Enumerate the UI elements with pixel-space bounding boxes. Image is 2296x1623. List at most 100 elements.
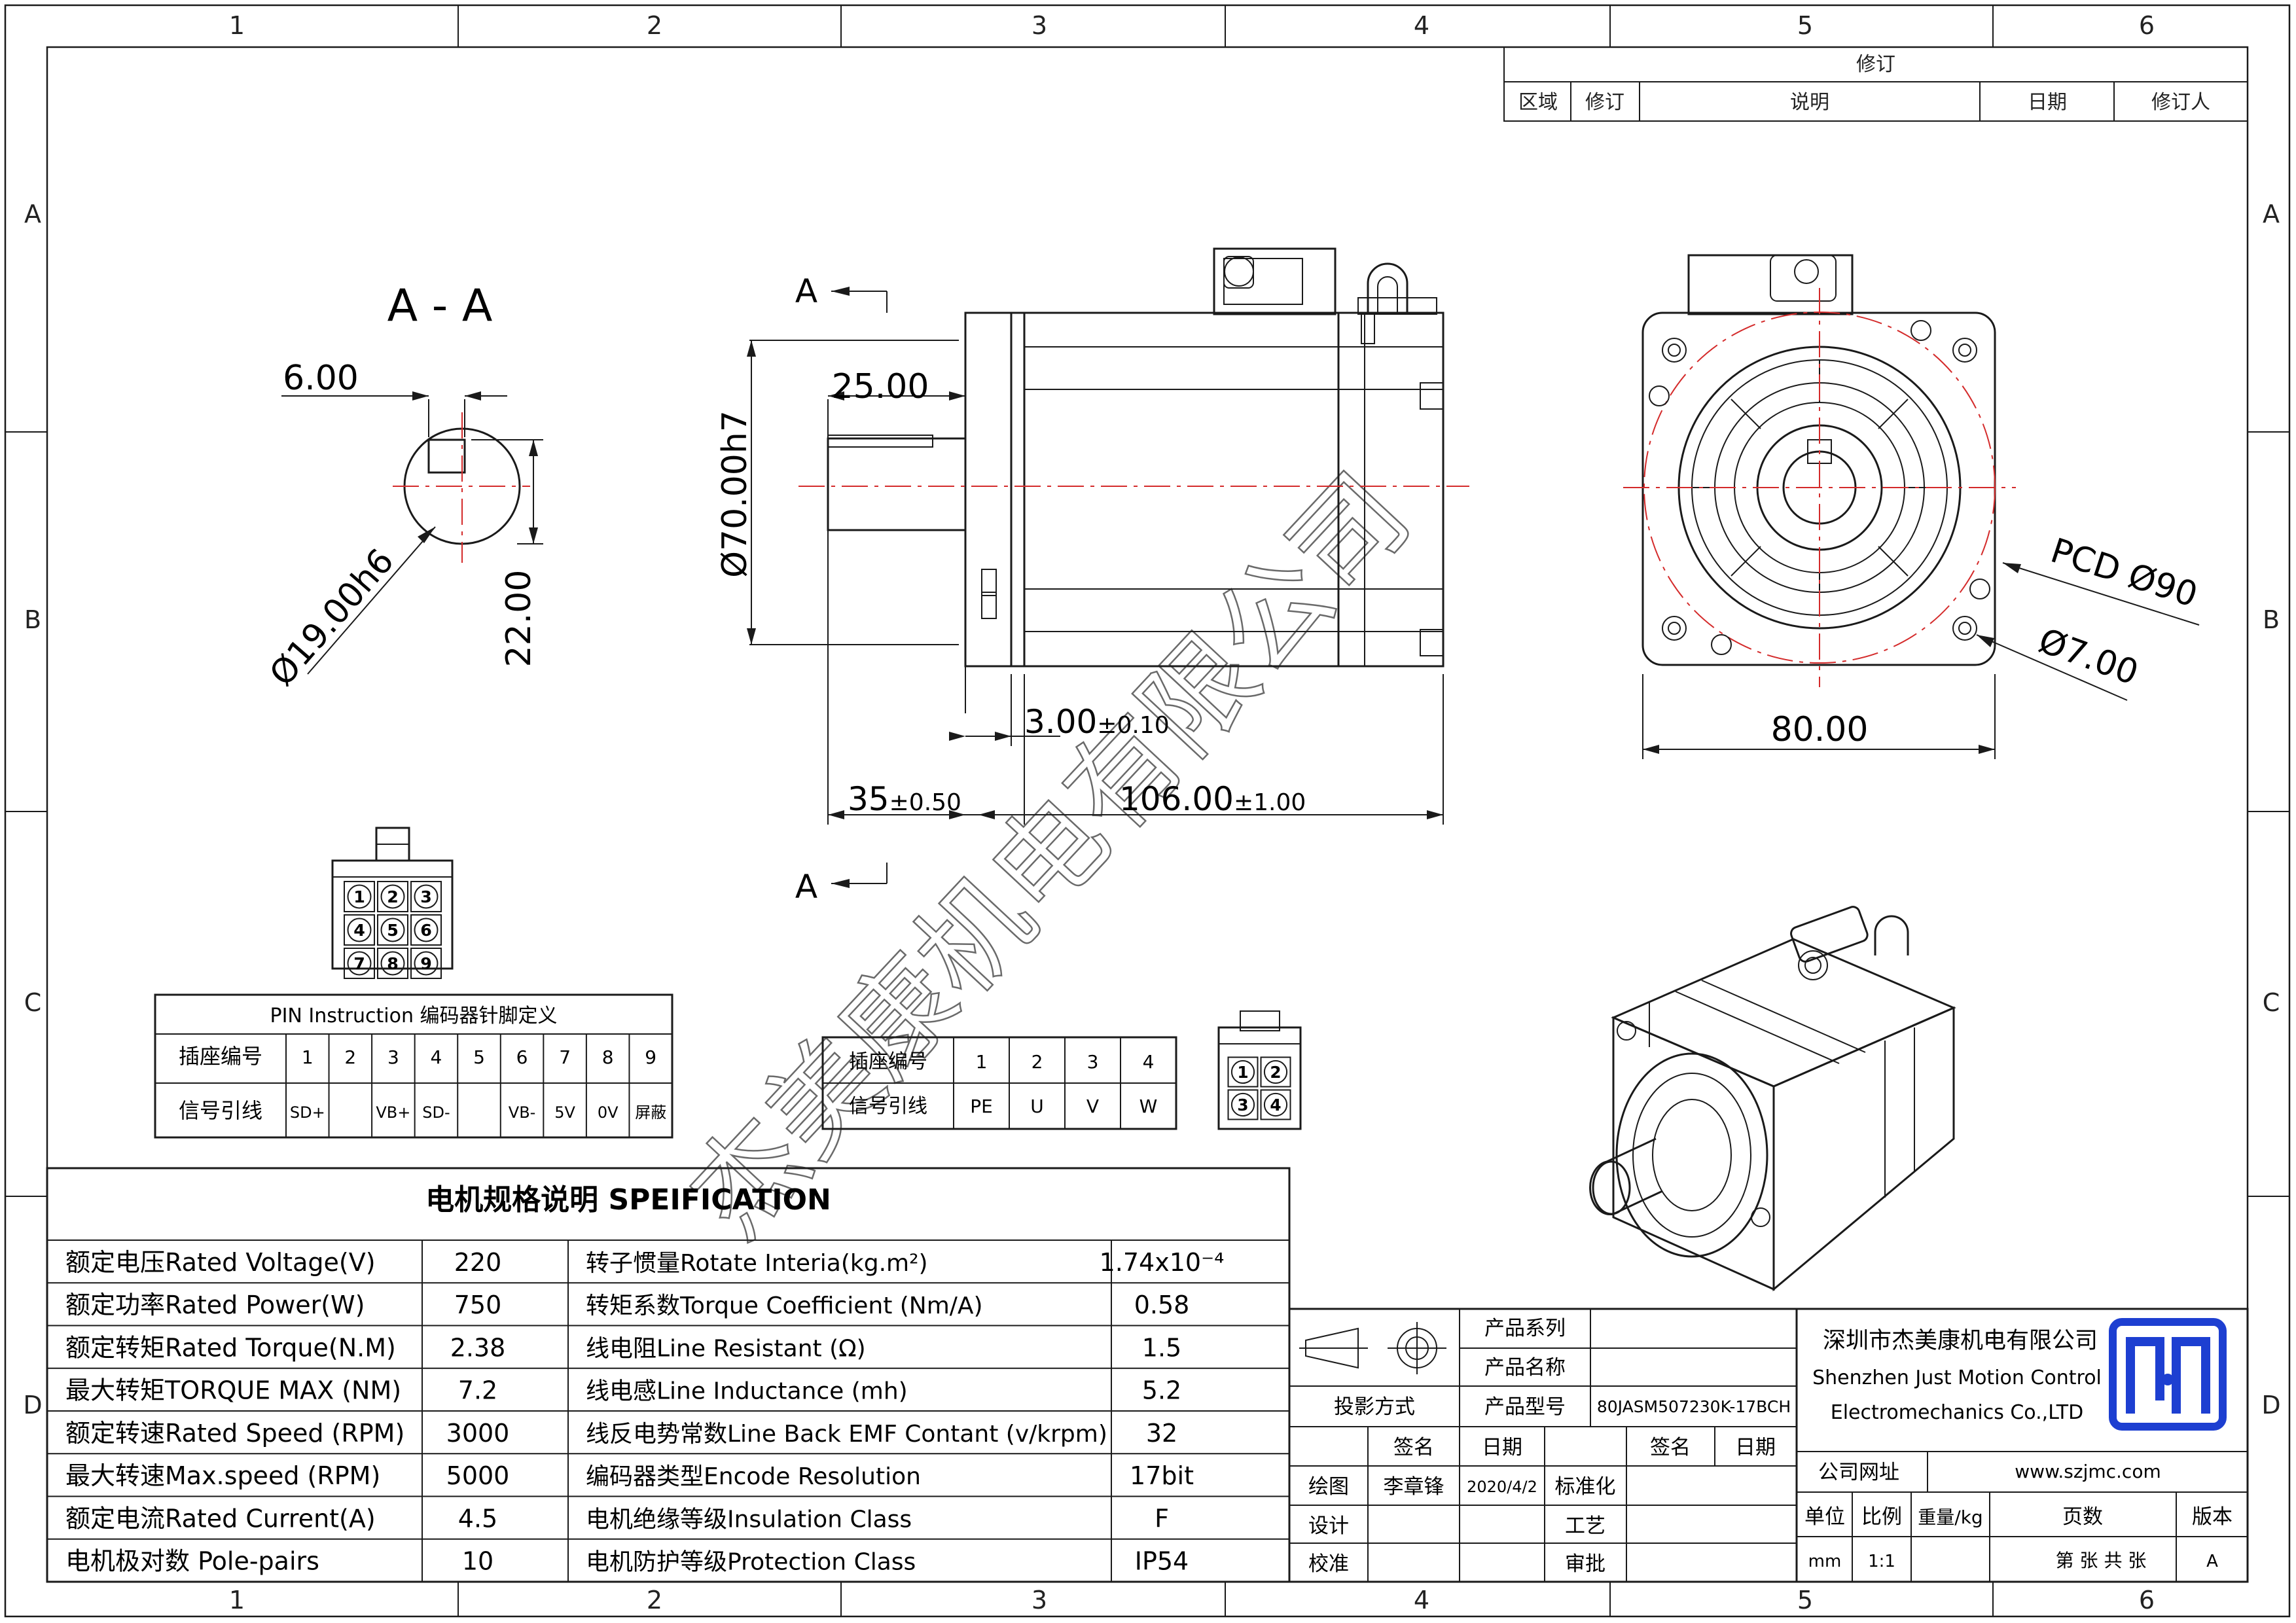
col-label-6: 6 [2139, 11, 2155, 40]
spec-left-value: 220 [454, 1248, 502, 1277]
spec-left-label: 额定电流Rated Current(A) [65, 1504, 376, 1533]
version-value: A [2206, 1552, 2218, 1571]
title-block: 产品系列 产品名称 投影方式 产品型号 80JASM507230K-17BCH … [1288, 1308, 2249, 1583]
power-table-number: 1 [976, 1051, 988, 1073]
pin-table-number: 8 [602, 1046, 614, 1068]
pin-table-number: 1 [302, 1046, 314, 1068]
body-length-dim: 106.00±1.00 [1119, 780, 1306, 818]
date-label-2: 日期 [1735, 1436, 1776, 1459]
encoder-pin-6: 6 [410, 914, 442, 946]
pin-table-number: 4 [431, 1046, 442, 1068]
section-mark-bottom: A [795, 868, 817, 906]
spec-left-value: 7.2 [458, 1376, 497, 1405]
power-table-signal: V [1086, 1096, 1099, 1117]
encoder-pin-2-label: 2 [387, 887, 399, 906]
model-label: 产品型号 [1484, 1395, 1566, 1419]
row-label-d-right: D [2261, 1391, 2280, 1419]
row-label-b: B [24, 605, 41, 634]
revision-table: 修订 区域 修订 说明 日期 修订人 [1503, 46, 2248, 122]
pcd-dim: PCD Ø90 [2046, 531, 2202, 616]
pin-table-number: 6 [516, 1046, 528, 1068]
power-table-row2-label: 信号引线 [849, 1095, 927, 1118]
pin-table-number: 5 [473, 1046, 485, 1068]
power-connector: 1 2 3 4 [1217, 1010, 1302, 1130]
encoder-pin-9-label: 9 [420, 954, 432, 973]
spec-right-label: 编码器类型Encode Resolution [586, 1463, 921, 1490]
spec-left-label: 额定转速Rated Speed (RPM) [65, 1419, 404, 1448]
pin-table-signal: VB+ [376, 1103, 410, 1122]
spec-left-value: 4.5 [458, 1504, 497, 1533]
pages-label: 页数 [2062, 1505, 2103, 1529]
spec-right-label: 线电阻Line Resistant (Ω) [586, 1335, 866, 1362]
power-pin-4-label: 4 [1270, 1096, 1281, 1115]
product-series-label: 产品系列 [1484, 1317, 1566, 1340]
encoder-pin-5: 5 [377, 914, 408, 946]
scale-label: 比例 [1861, 1505, 1902, 1529]
spec-right-label: 线反电势常数Line Back EMF Contant (v/krpm) [586, 1421, 1107, 1448]
revision-header-date: 日期 [2028, 91, 2067, 114]
spec-right-label: 电机防护等级Protection Class [586, 1549, 916, 1576]
shaft-length-dim: 25.00 [832, 367, 929, 406]
process-label: 工艺 [1565, 1514, 1605, 1538]
company-cn: 深圳市杰美康机电有限公司 [1823, 1328, 2098, 1354]
power-table-number: 3 [1087, 1051, 1099, 1073]
motor-side-view: A A [715, 247, 1469, 906]
sign-label: 签名 [1393, 1436, 1434, 1459]
width-dim: 80.00 [1771, 710, 1869, 749]
encoder-pin-4-label: 4 [353, 921, 365, 940]
key-height-dim: 22.00 [499, 570, 539, 668]
draw-label: 绘图 [1308, 1475, 1349, 1499]
power-table-signal: U [1030, 1096, 1044, 1117]
draw-date: 2020/4/2 [1467, 1478, 1537, 1496]
spec-right-value: IP54 [1135, 1547, 1189, 1576]
row-label-c: C [24, 988, 42, 1017]
drawer-name: 李章锋 [1384, 1475, 1444, 1499]
pin-table-row2-label: 信号引线 [179, 1098, 262, 1123]
flange-thickness-tol: ±0.10 [1097, 712, 1169, 739]
spec-left-label: 额定功率Rated Power(W) [65, 1291, 365, 1319]
col-label-4: 4 [1414, 11, 1429, 40]
motor-front-view: PCD Ø90 Ø7.00 80.00 [1623, 254, 2202, 759]
col-label-2-bottom: 2 [647, 1586, 662, 1614]
power-pin-2-label: 2 [1270, 1063, 1281, 1082]
spec-table: 电机规格说明 SPEIFICATION 额定电压Rated Voltage(V)… [46, 1167, 1291, 1583]
col-label-3: 3 [1031, 11, 1047, 40]
col-label-5: 5 [1797, 11, 1813, 40]
hole-dim: Ø7.00 [2034, 621, 2144, 693]
pin-table-number: 9 [645, 1046, 656, 1068]
encoder-pin-5-label: 5 [387, 921, 399, 940]
flange-thickness-dim: 3.00±0.10 [1024, 703, 1170, 741]
section-label: A - A [387, 280, 493, 332]
spec-left-label: 额定电压Rated Voltage(V) [65, 1248, 376, 1277]
website: www.szjmc.com [2015, 1461, 2161, 1482]
check-label: 校准 [1308, 1552, 1349, 1576]
version-label: 版本 [2192, 1505, 2233, 1529]
encoder-pin-4: 4 [344, 914, 375, 946]
sign-label-2: 签名 [1650, 1436, 1691, 1459]
power-pin-1: 1 [1227, 1056, 1259, 1088]
spec-right-value: 0.58 [1134, 1291, 1190, 1319]
product-name-label: 产品名称 [1484, 1356, 1566, 1380]
spec-right-value: 1.5 [1142, 1333, 1181, 1362]
revision-title: 修订 [1856, 53, 1895, 76]
company-logo [2109, 1318, 2227, 1431]
power-pin-1-label: 1 [1237, 1063, 1248, 1082]
pin-table-signal: 屏蔽 [635, 1103, 666, 1122]
spec-left-value: 3000 [446, 1419, 510, 1448]
col-label-1: 1 [229, 11, 245, 40]
pin-table-title: PIN Instruction 编码器针脚定义 [270, 1005, 557, 1027]
scale-value: 1:1 [1868, 1552, 1895, 1571]
col-label-6-bottom: 6 [2139, 1586, 2155, 1614]
spec-right-value: 1.74x10⁻⁴ [1100, 1248, 1225, 1277]
pin-table-signal: VB- [509, 1103, 536, 1122]
company-en-1: Shenzhen Just Motion Control [1812, 1366, 2102, 1389]
col-label-1-bottom: 1 [229, 1586, 245, 1614]
spec-title: 电机规格说明 SPEIFICATION [425, 1183, 831, 1217]
power-pin-3-label: 3 [1237, 1096, 1248, 1115]
power-table-row1-label: 插座编号 [849, 1050, 927, 1073]
section-view-a-a: A - A 6.00 22.00 Ø19.00h6 [262, 280, 543, 694]
